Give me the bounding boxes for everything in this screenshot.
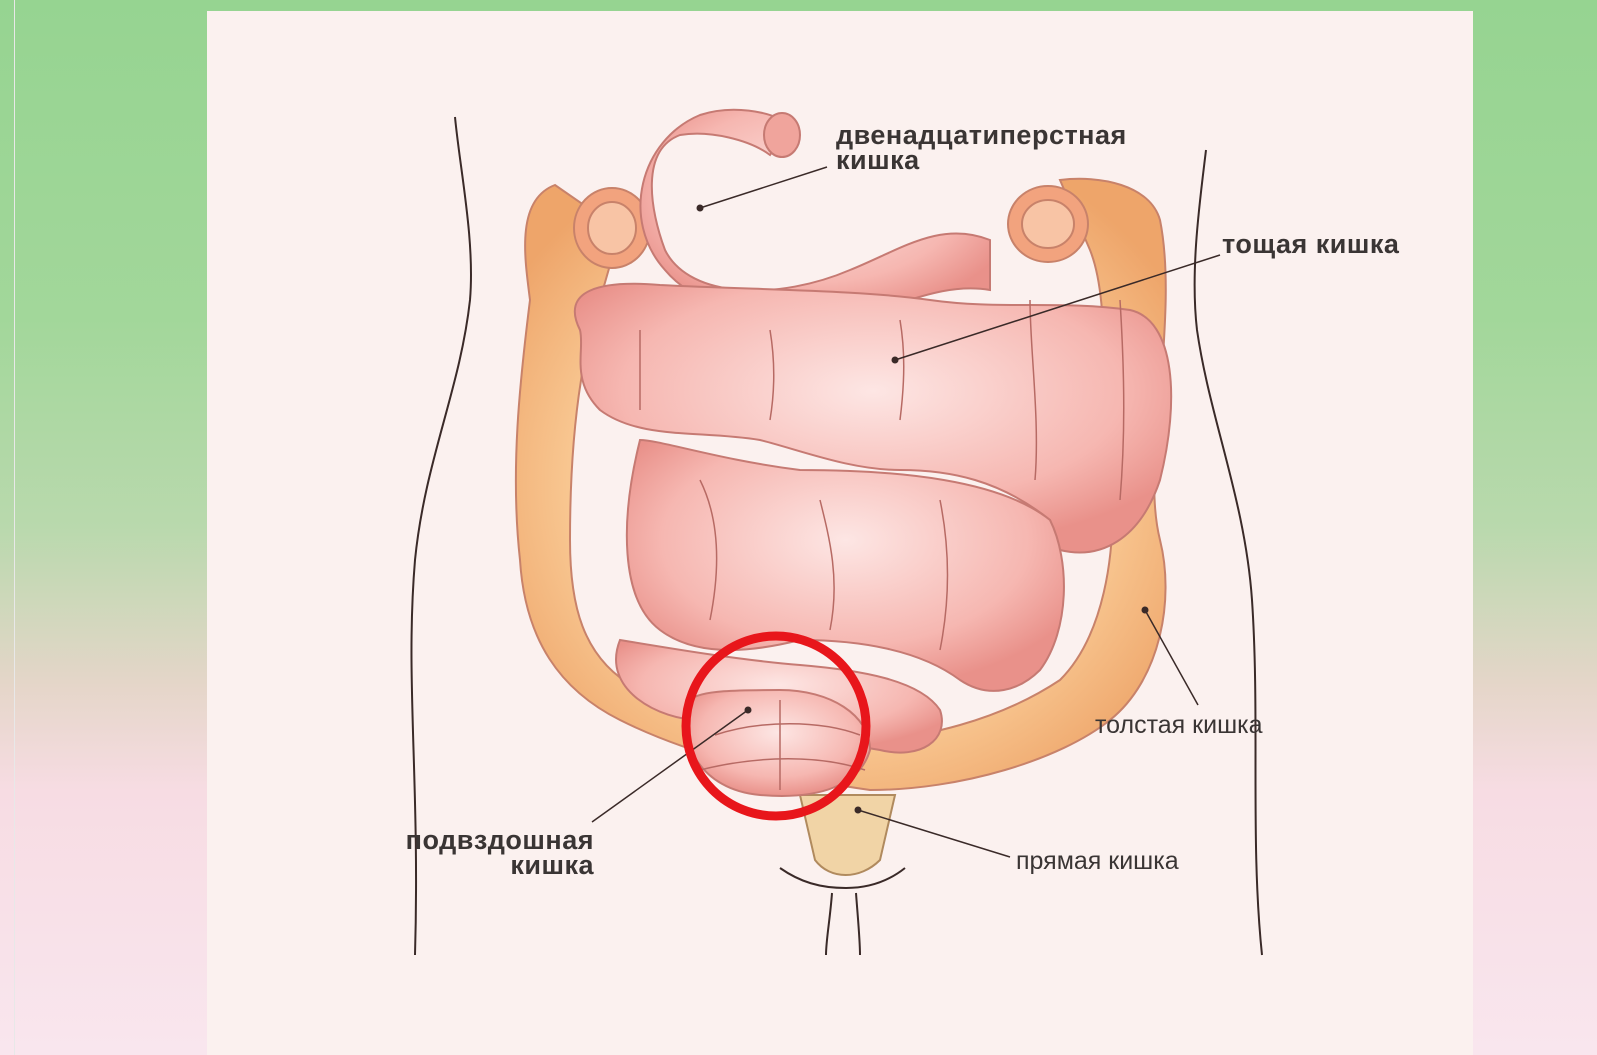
colon-marker <box>1142 607 1149 614</box>
label-jejunum: тощая кишка <box>1222 232 1399 257</box>
duodenum-opening <box>764 113 800 157</box>
label-duodenum: двенадцатиперстная кишка <box>836 123 1127 173</box>
ileum-marker <box>745 707 752 714</box>
label-rectum: прямая кишка <box>1016 847 1179 876</box>
label-large-intestine: толстая кишка <box>1095 711 1263 740</box>
label-ileum-line2: кишка <box>341 853 594 878</box>
label-duodenum-line2: кишка <box>836 148 1127 173</box>
label-ileum: подвздошная кишка <box>341 828 594 878</box>
rectum-marker <box>855 807 862 814</box>
jejunum-marker <box>892 357 899 364</box>
duodenum-marker <box>697 205 704 212</box>
